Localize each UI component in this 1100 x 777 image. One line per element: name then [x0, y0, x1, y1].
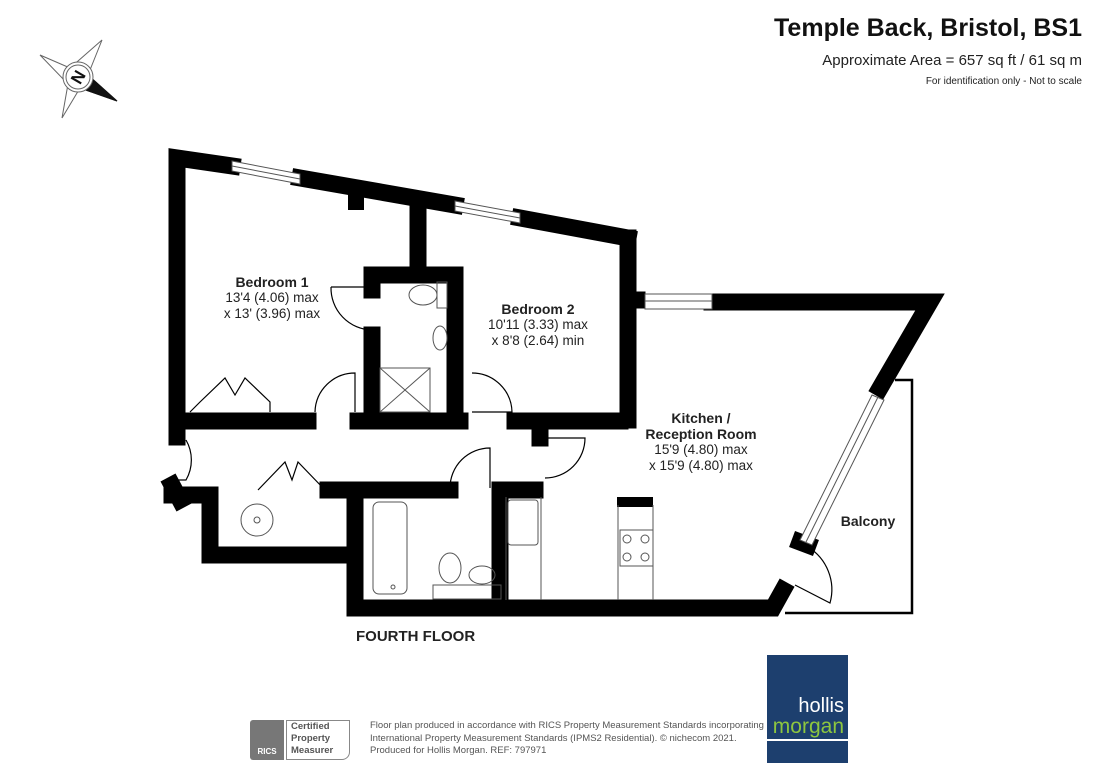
scale-note: For identification only - Not to scale: [925, 76, 1082, 87]
room-name: Reception Room: [645, 426, 757, 442]
room-name: Kitchen /: [671, 410, 731, 426]
room-name: Bedroom 1: [235, 274, 309, 290]
fixtures: [240, 281, 654, 600]
legal-text: Floor plan produced in accordance with R…: [370, 720, 764, 758]
room-dim: x 15'9 (4.80) max: [649, 458, 753, 473]
legal-line: Floor plan produced in accordance with R…: [370, 720, 764, 731]
room-dim: 10'11 (3.33) max: [488, 317, 588, 332]
approximate-area: Approximate Area = 657 sq ft / 61 sq m: [822, 52, 1082, 69]
compass-north-icon: N: [39, 39, 118, 119]
balcony-rail: [785, 378, 914, 615]
rics-logo: RICS: [250, 720, 284, 760]
walls: [160, 148, 945, 617]
room-name: Balcony: [840, 513, 896, 529]
room-label-kitchen: Kitchen / Reception Room 15'9 (4.80) max…: [645, 410, 756, 474]
shower-icon: [379, 367, 431, 413]
hob-icon: [619, 529, 654, 567]
sink-icon: [507, 499, 539, 546]
room-dim: x 8'8 (2.64) min: [491, 333, 585, 348]
doors: [166, 286, 833, 604]
bath-icon: [372, 501, 408, 595]
toilet-icon: [438, 552, 462, 584]
basin-icon: [432, 325, 448, 351]
room-label-bedroom-1: Bedroom 1 13'4 (4.06) max x 13' (3.96) m…: [224, 274, 320, 322]
toilet-icon: [408, 284, 438, 306]
hollis-morgan-logo: hollis morgan: [767, 655, 848, 763]
property-title: Temple Back, Bristol, BS1: [774, 14, 1082, 42]
room-dim: 15'9 (4.80) max: [654, 442, 748, 457]
windows: [231, 160, 885, 546]
room-label-bedroom-2: Bedroom 2 10'11 (3.33) max x 8'8 (2.64) …: [488, 301, 588, 349]
room-label-balcony: Balcony: [841, 513, 895, 529]
floor-label: FOURTH FLOOR: [356, 628, 476, 645]
legal-line: International Property Measurement Stand…: [370, 732, 737, 744]
room-name: Bedroom 2: [501, 301, 575, 317]
room-dim: 13'4 (4.06) max: [225, 290, 319, 305]
basin-icon: [468, 565, 496, 585]
legal-line: Produced for Hollis Morgan. REF: 797971: [370, 745, 547, 756]
room-dim: x 13' (3.96) max: [223, 306, 321, 321]
